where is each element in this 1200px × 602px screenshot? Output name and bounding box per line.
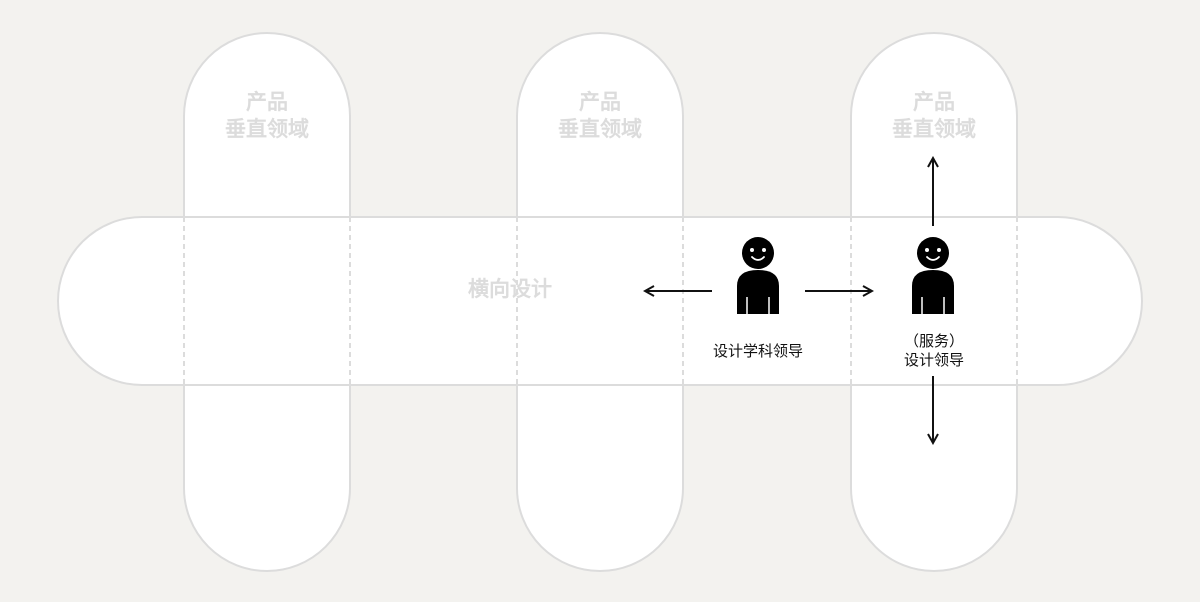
service-design-leader-label-line1: （服务） [903,332,965,350]
vertical-domain-label: 产品 垂直领域 [225,89,309,143]
vertical-domain-label-line2: 垂直领域 [892,117,976,141]
discipline-leader-label: 设计学科领导 [712,342,804,360]
service-design-leader-label-line2: 设计领导 [903,351,965,369]
vertical-domain-label-line1: 产品 [246,90,288,114]
vertical-domain-label-line1: 产品 [579,90,621,114]
vertical-domain-label-line2: 垂直领域 [225,117,309,141]
horizontal-design-pill [57,216,1143,386]
vertical-domain-label: 产品 垂直领域 [892,89,976,143]
vertical-domain-label-line1: 产品 [913,90,955,114]
horizontal-design-label: 横向设计 [468,277,552,301]
vertical-domain-label-line2: 垂直领域 [558,117,642,141]
vertical-domain-label: 产品 垂直领域 [558,89,642,143]
overlap-dashes [183,216,1018,386]
person-icon [737,237,779,314]
person-icon [912,237,954,314]
service-design-leader-label: （服务） 设计领导 [904,332,964,370]
